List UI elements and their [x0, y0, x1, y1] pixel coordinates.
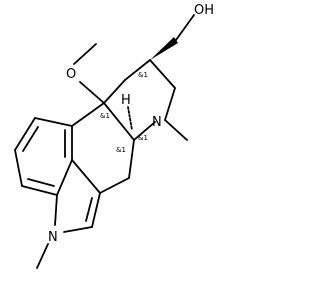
bond-layer: [14, 14, 195, 269]
bond-c5-c4: [128, 139, 135, 179]
bond-ch2-oh: [175, 14, 195, 41]
bond-c7-n6: [164, 87, 176, 121]
bond-n6-methyl: [164, 119, 188, 141]
bond-n1-c2: [63, 226, 93, 233]
atom-label-amine-n: N: [152, 115, 162, 130]
double-bond-c2-c3: [85, 197, 93, 222]
atom-label-oh: OH: [194, 3, 214, 18]
bond-c4-c3: [99, 177, 130, 194]
bond-c16-c3: [71, 159, 101, 194]
bond-c15-n1: [54, 194, 58, 226]
atom-label-h: H: [121, 93, 131, 108]
stereo-label-c10: &1: [100, 112, 110, 120]
bond-c2-c3: [91, 192, 101, 228]
bond-o-methyl: [73, 43, 97, 65]
bond-c10-c11: [71, 102, 105, 127]
structure-canvas: OH O H N N &1 &1 &1 &1: [14, 3, 214, 269]
atom-label-methoxy-o: O: [66, 67, 76, 82]
molecule-diagram: OH O H N N &1 &1 &1 &1: [14, 3, 214, 269]
bond-c13-c14: [14, 149, 23, 187]
bond-c10-c5: [103, 102, 135, 141]
atom-label-layer: OH O H N N: [48, 3, 214, 245]
double-bond-c12-c13: [22, 126, 39, 152]
stereo-label-c8: &1: [138, 71, 148, 79]
atom-label-indole-n: N: [48, 230, 58, 245]
wedge-bond-c8-ch2: [150, 37, 178, 60]
double-bond-c14-c15: [27, 178, 55, 187]
bond-c9-c10: [103, 79, 126, 104]
bond-c11-c12: [34, 117, 73, 127]
stereo-label-c5: &1: [138, 134, 148, 142]
bond-n6-c5: [133, 121, 156, 141]
stereo-label-c5b: &1: [116, 146, 126, 154]
bond-c8-c9: [124, 59, 151, 81]
bond-c10-o: [79, 81, 105, 104]
bond-n1-methyl: [36, 243, 49, 269]
bond-c15-c16: [56, 159, 73, 196]
stereo-label-layer: &1 &1 &1 &1: [100, 71, 148, 154]
bond-c14-c15: [21, 185, 58, 196]
bond-c8-c7: [149, 59, 176, 89]
hash-c5-h: [127, 106, 133, 131]
bond-c12-c13: [14, 117, 36, 151]
